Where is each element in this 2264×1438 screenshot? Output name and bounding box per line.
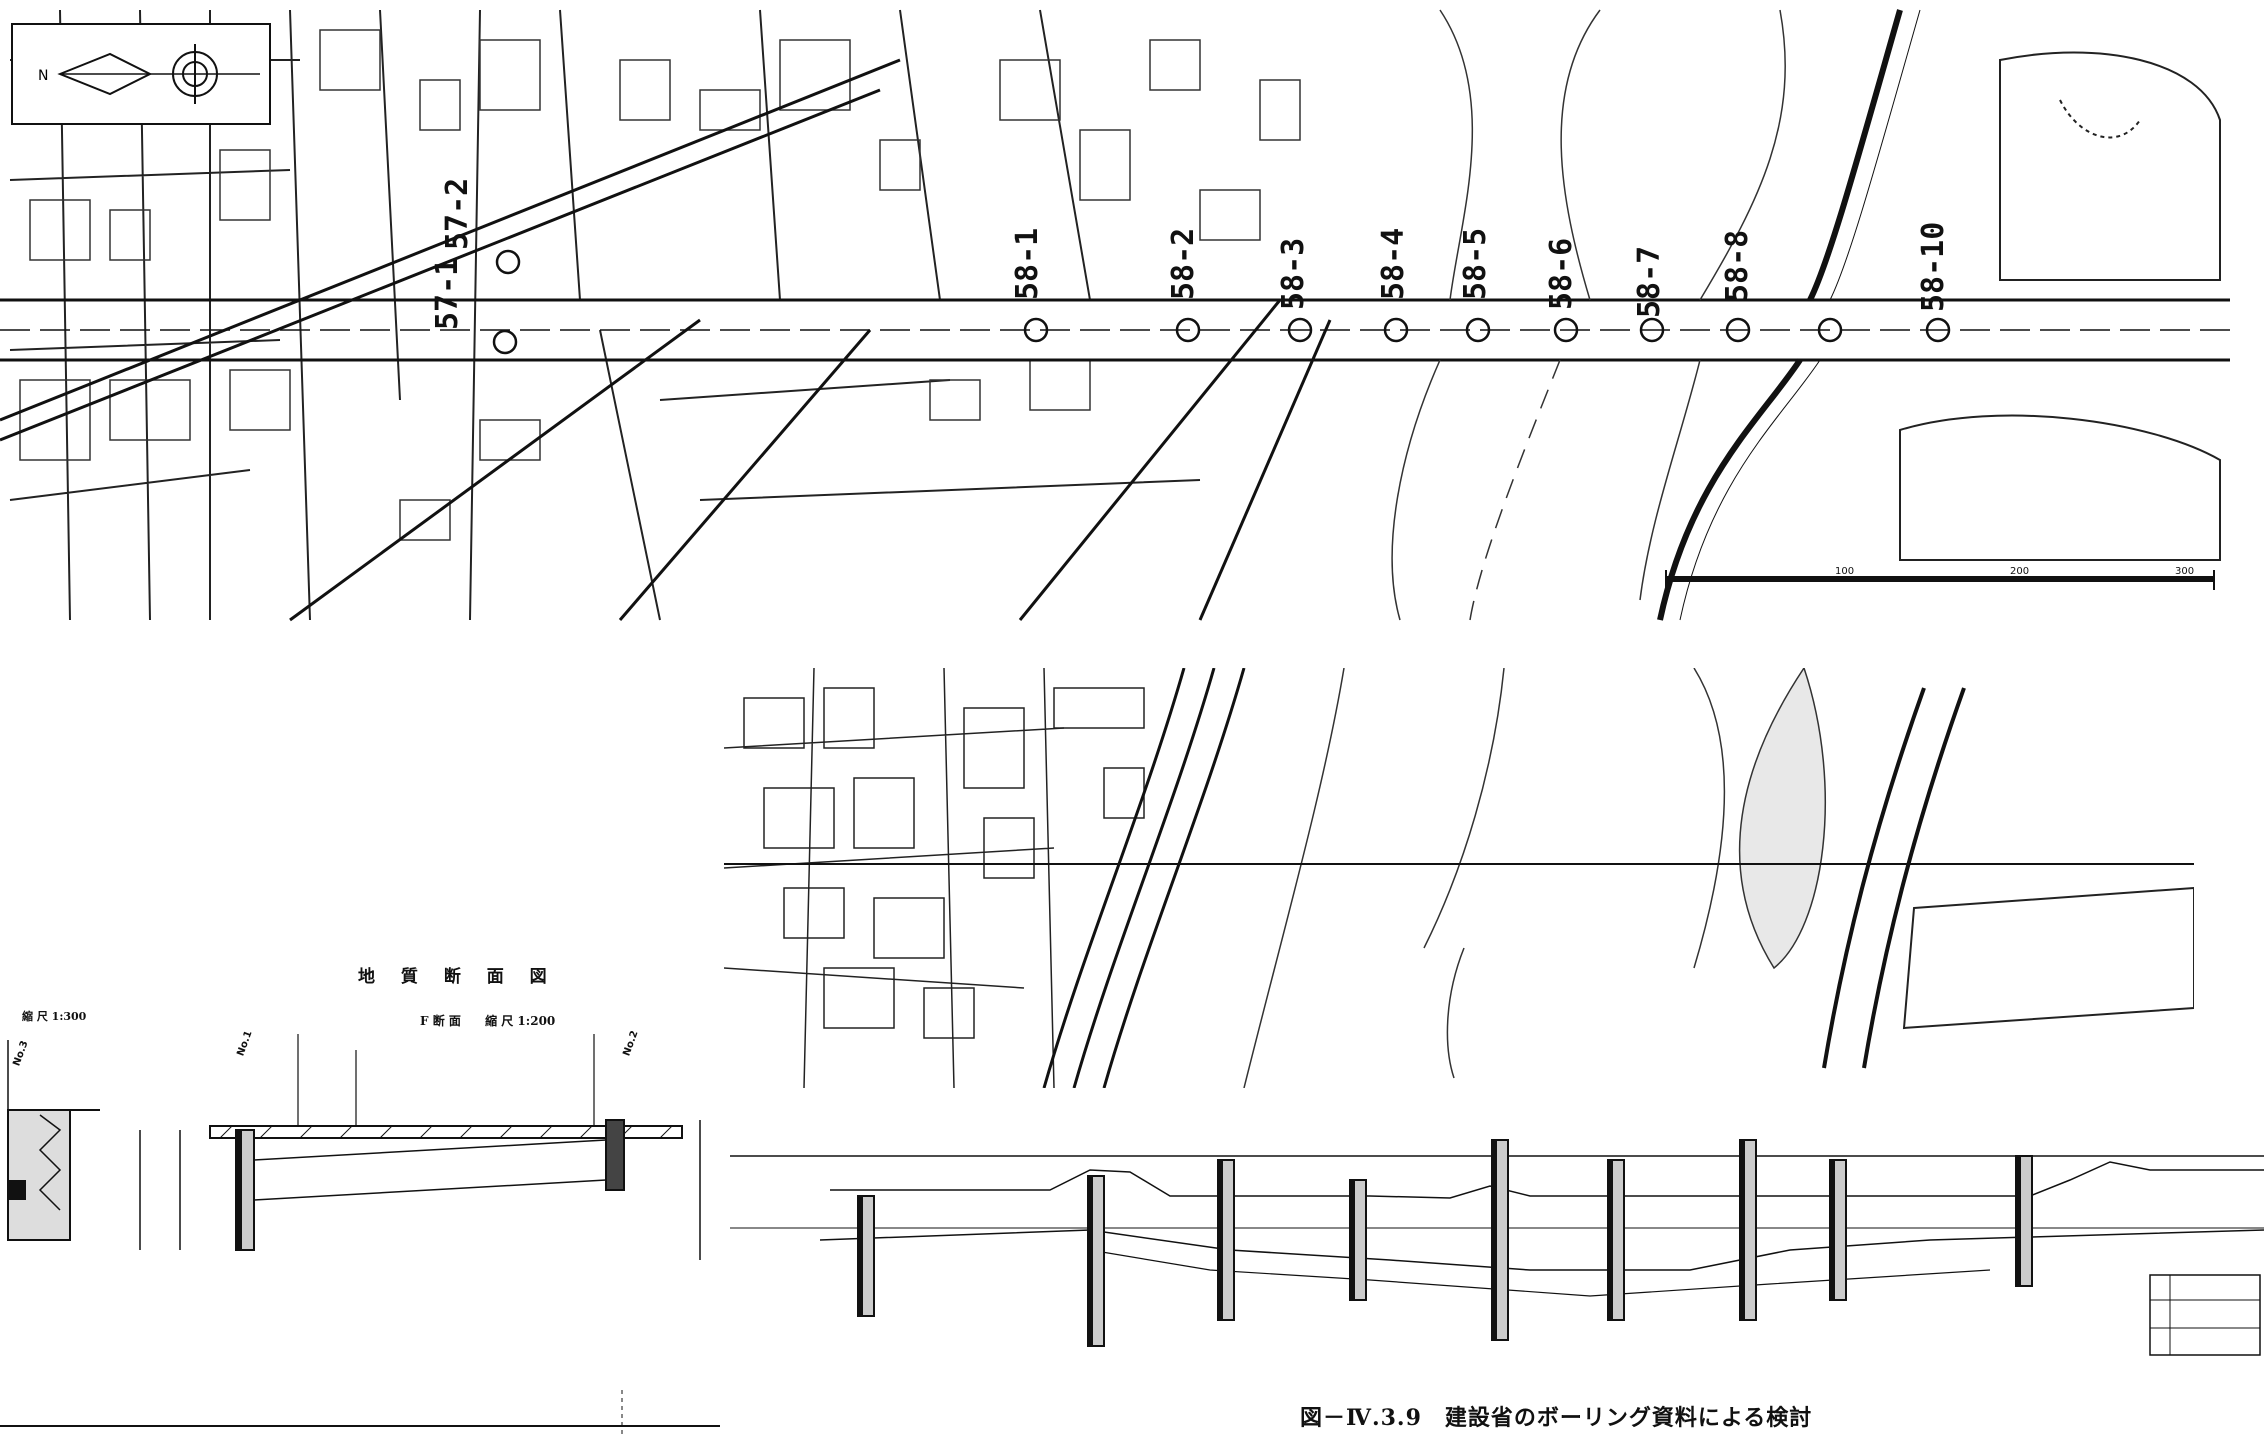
scale-bar xyxy=(1665,570,2215,590)
figure-caption: 図－Ⅳ.3.9 建設省のボーリング資料による検討 xyxy=(1300,1405,1813,1431)
borehole-label: 58-2 xyxy=(1166,227,1201,300)
section-title: 地 質 断 面 図 xyxy=(358,967,557,987)
scale-tick: 300 xyxy=(2175,566,2195,577)
borehole-label: 58-6 xyxy=(1544,237,1579,310)
borehole-label: 57-2 xyxy=(440,177,475,250)
f-section-label: F 断 面 縮 尺 1:200 xyxy=(420,1012,555,1029)
borehole-label: 58-10 xyxy=(1916,221,1951,312)
top-map: N xyxy=(0,0,2230,625)
plan-map xyxy=(724,668,2194,1088)
borehole-label: 57-1 xyxy=(430,257,465,330)
north-label: N xyxy=(38,68,48,84)
title-block xyxy=(2149,1274,2261,1356)
f-section-name: F 断 面 xyxy=(420,1014,461,1028)
scale-tick: 200 xyxy=(2010,566,2030,577)
f-section-scale: 縮 尺 1:200 xyxy=(485,1014,556,1028)
geological-section-left xyxy=(0,1034,720,1438)
left-scale: 縮 尺 1:300 xyxy=(22,1010,87,1023)
geological-section-right xyxy=(730,1139,2264,1356)
borehole-label: 58-7 xyxy=(1632,245,1667,318)
borehole-label: 58-3 xyxy=(1276,237,1311,310)
borehole-label: 58-4 xyxy=(1376,227,1411,300)
scale-tick: 100 xyxy=(1835,566,1855,577)
borehole-label: 58-8 xyxy=(1720,229,1755,302)
borehole-label: 58-5 xyxy=(1458,227,1493,300)
borehole-label: 58-1 xyxy=(1010,227,1045,300)
